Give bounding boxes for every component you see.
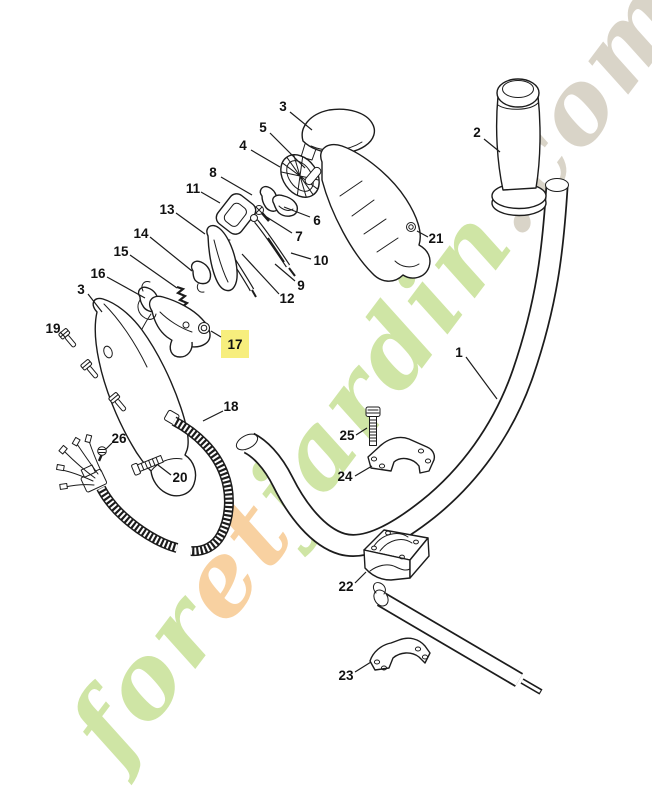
part-label-20: 20	[172, 470, 187, 485]
part-label-9: 9	[297, 278, 305, 293]
leader-lines	[59, 111, 501, 673]
part-9-pin	[267, 237, 285, 263]
part-2-handle-grip	[491, 78, 547, 217]
part-18-cable-harness	[56, 409, 234, 557]
part-23-clamp-strap	[369, 637, 431, 671]
part-5-pin	[304, 166, 322, 186]
part-3-lower-housing	[92, 297, 197, 497]
part-4-throttle-wheel	[280, 154, 320, 198]
part-label-18: 18	[223, 399, 239, 414]
part-25-bolt	[365, 406, 381, 446]
part-label-21: 21	[428, 231, 444, 246]
part-label-6: 6	[313, 213, 321, 228]
part-label-4: 4	[239, 138, 247, 153]
part-label-24: 24	[337, 469, 353, 484]
part-11-bracket	[215, 193, 257, 235]
part-label-7: 7	[295, 229, 303, 244]
part-label-3-left: 3	[77, 282, 85, 297]
part-24-clamp-strap	[367, 436, 436, 474]
part-1-handlebar-tube	[235, 178, 569, 557]
part-label-16: 16	[90, 266, 106, 281]
part-label-22: 22	[338, 579, 353, 594]
part-labels: 1 2 3 4 5 6 7 8 9 10 11 12 13 14 15 16 3…	[45, 99, 480, 683]
part-label-26: 26	[111, 431, 127, 446]
part-label-12: 12	[279, 291, 294, 306]
part-label-14: 14	[133, 226, 149, 241]
part-label-5: 5	[259, 120, 267, 135]
part-21-nut	[406, 222, 416, 232]
part-label-2: 2	[473, 125, 481, 140]
part-17-nut	[198, 322, 210, 334]
part-label-15: 15	[113, 244, 129, 259]
part-label-19: 19	[45, 321, 60, 336]
part-label-10: 10	[313, 253, 328, 268]
part-3-upper-housing	[300, 108, 431, 282]
drive-shaft-tube	[372, 582, 543, 695]
part-label-25: 25	[339, 428, 355, 443]
part-6-lever	[272, 194, 299, 217]
part-label-11: 11	[186, 181, 201, 196]
part-label-13: 13	[159, 202, 175, 217]
part-13-trigger	[206, 224, 238, 292]
part-label-1: 1	[455, 345, 463, 360]
part-label-3-top: 3	[279, 99, 287, 114]
part-label-8: 8	[209, 165, 217, 180]
part-20-bolt	[131, 455, 164, 476]
part-17-highlight	[221, 330, 249, 358]
part-label-23: 23	[338, 668, 354, 683]
part-22-clamp-block	[363, 529, 430, 581]
part-14-clip	[190, 260, 212, 293]
part-26-screw	[97, 446, 107, 462]
part-label-17: 17	[227, 337, 242, 352]
